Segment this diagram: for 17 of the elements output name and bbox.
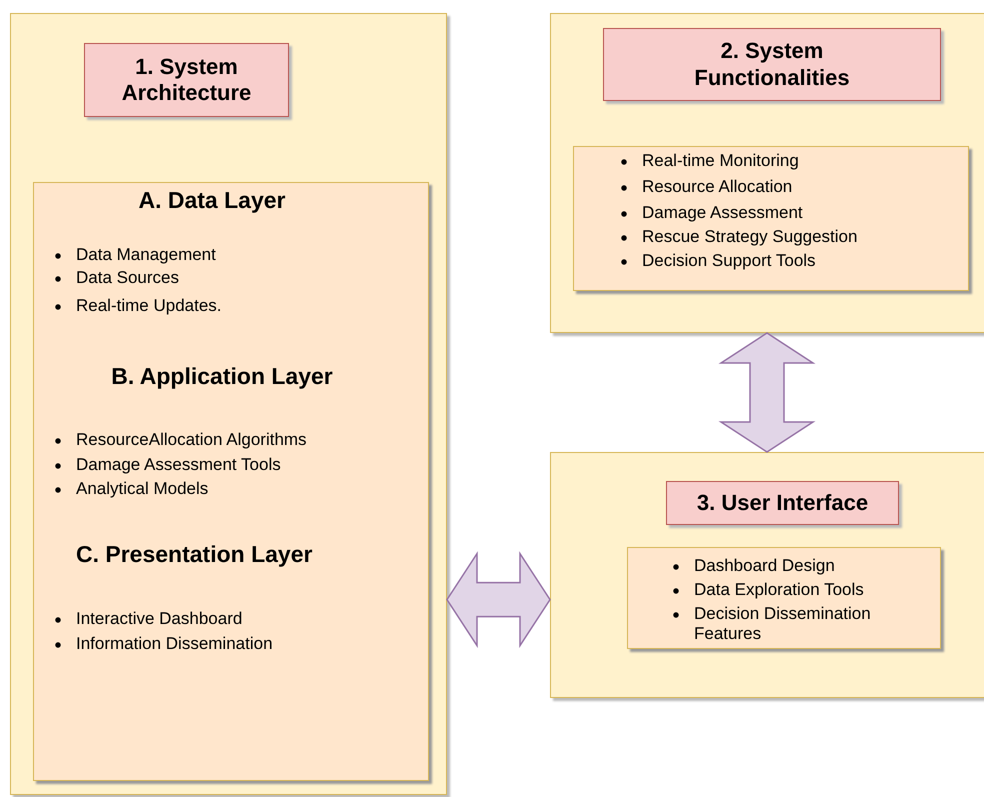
panel-box [550, 452, 984, 698]
title-box [84, 43, 289, 117]
double-arrow [718, 332, 816, 453]
panel-box [550, 13, 984, 333]
list-box [33, 182, 429, 781]
heading: 3. User Interface [696, 490, 868, 516]
title-box [666, 481, 899, 525]
section-heading: C. Presentation Layer [76, 541, 312, 568]
double-arrow [446, 551, 551, 648]
title-box [603, 28, 941, 101]
section-heading: A. Data Layer [137, 187, 286, 214]
panel-box [10, 13, 447, 795]
list-box [573, 146, 969, 291]
heading: 2. System Functionalities [693, 38, 851, 91]
section-heading: B. Application Layer [110, 363, 334, 390]
heading: 1. System Architecture [120, 54, 252, 106]
list-box [627, 547, 941, 649]
